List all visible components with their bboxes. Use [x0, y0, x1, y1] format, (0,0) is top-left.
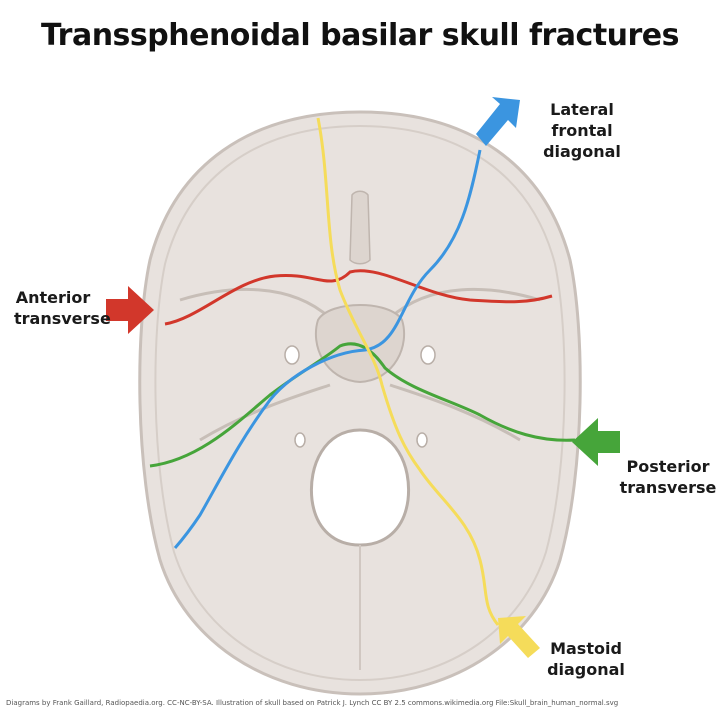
crista-galli	[349, 190, 371, 265]
label-posterior-transverse: Posterior transverse	[618, 456, 718, 498]
label-line: Anterior	[15, 288, 91, 307]
foramen-left	[284, 345, 300, 365]
image-credit: Diagrams by Frank Gaillard, Radiopaedia.…	[6, 699, 619, 707]
label-line: Posterior	[626, 457, 710, 476]
anterior-transverse-arrow-icon	[106, 286, 154, 334]
mastoid-arrow-icon	[498, 616, 540, 658]
skull-inner-rim	[154, 124, 566, 682]
label-line: diagonal	[547, 660, 625, 679]
posterior-transverse-arrow-icon	[572, 418, 620, 466]
label-line: Mastoid	[550, 639, 622, 658]
skull-outline	[138, 110, 582, 696]
lateral-frontal-arrow-icon	[476, 97, 520, 146]
label-line: diagonal	[543, 142, 621, 161]
mastoid-diagonal-line	[316, 117, 500, 626]
label-lateral-frontal-diagonal: Lateral frontal diagonal	[526, 99, 638, 162]
foramen-left-2	[294, 432, 306, 448]
label-line: transverse	[619, 478, 717, 497]
foramen-magnum	[309, 428, 411, 547]
petrous-ridge	[199, 383, 521, 442]
label-line: transverse	[14, 309, 111, 328]
foramen-right-2	[416, 432, 428, 448]
lateral-frontal-diagonal-line	[173, 149, 482, 549]
anterior-transverse-line	[164, 269, 553, 326]
label-mastoid-diagonal: Mastoid diagonal	[538, 638, 634, 680]
label-line: Lateral frontal	[550, 100, 614, 140]
foramen-right	[420, 345, 436, 365]
posterior-transverse-line	[149, 342, 576, 468]
diagram-title: Transsphenoidal basilar skull fractures	[40, 18, 680, 53]
label-anterior-transverse: Anterior transverse	[14, 287, 111, 329]
